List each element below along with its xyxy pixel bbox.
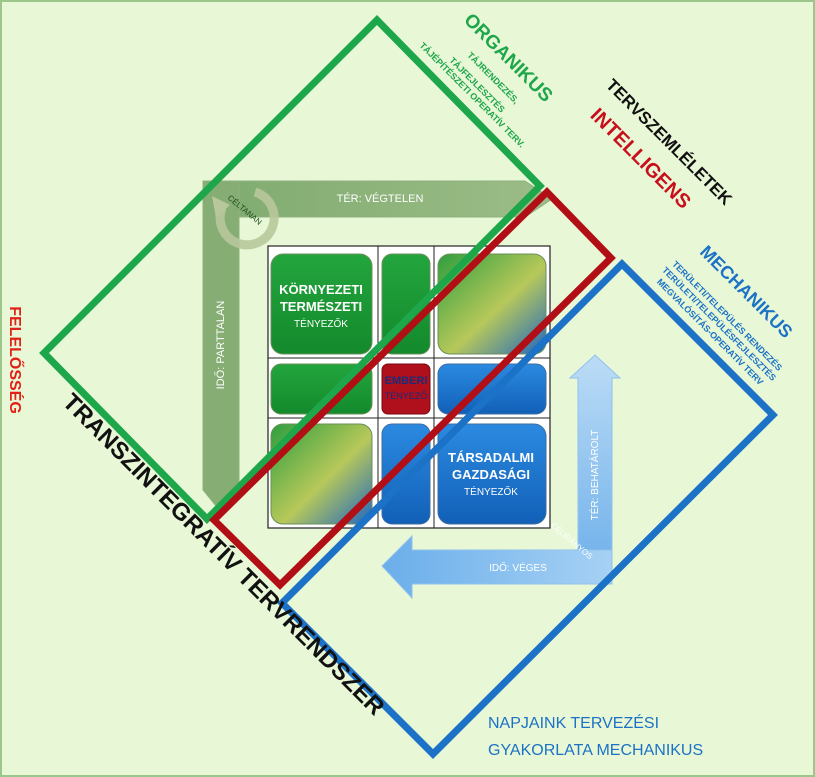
ido-parttalan-label: IDŐ: PARTTALAN (213, 301, 227, 390)
organikus-diamond (39, 15, 545, 524)
emberi-line2: TÉNYEZŐ (385, 391, 428, 401)
napjaink-line2: GYAKORLATA MECHANIKUS (488, 742, 703, 759)
gradient-cell-bottom-left (270, 423, 373, 525)
tarsadalmi-line2: GAZDASÁGI (452, 467, 530, 482)
emberi-line1: EMBERI (385, 375, 428, 387)
ter-behatarolt-label: TÉR: BEHATÁROLT (588, 430, 601, 521)
napjaink-line1: NAPJAINK TERVEZÉSI (488, 713, 659, 732)
organikus-axes: TÉR: VÉGTELEN IDŐ: PARTTALAN CÉLTANAN (202, 180, 553, 513)
emberi-cell (381, 363, 431, 415)
tarsadalmi-line3: TÉNYEZŐK (464, 484, 518, 498)
kornyezeti-cell (270, 253, 373, 355)
ter-vegtelen-label: TÉR: VÉGTELEN (337, 192, 424, 205)
intelligens-diamond (209, 187, 616, 590)
tarsadalmi-line1: TÁRSADALMI (448, 450, 534, 465)
tarsadalmi-cell (437, 423, 547, 525)
mechanikus-diamond (277, 259, 778, 759)
kornyezeti-line3: TÉNYEZŐK (294, 316, 348, 330)
ido-veges-label: IDŐ: VÉGES (489, 560, 547, 574)
factor-grid: KÖRNYEZETI TERMÉSZETI TÉNYEZŐK EMBERI TÉ… (267, 245, 551, 529)
cycle-arrow-icon (212, 187, 279, 250)
kornyezeti-line1: KÖRNYEZETI (279, 282, 363, 297)
mechanikus-axes: TÉR: BEHATÁROLT IDŐ: VÉGES CÉLIRÁNYOS (381, 354, 622, 600)
felelosseg-label: FELELŐSSÉG (6, 306, 25, 414)
kornyezeti-line2: TERMÉSZETI (280, 299, 362, 314)
ido-veges-arrow (381, 534, 613, 600)
